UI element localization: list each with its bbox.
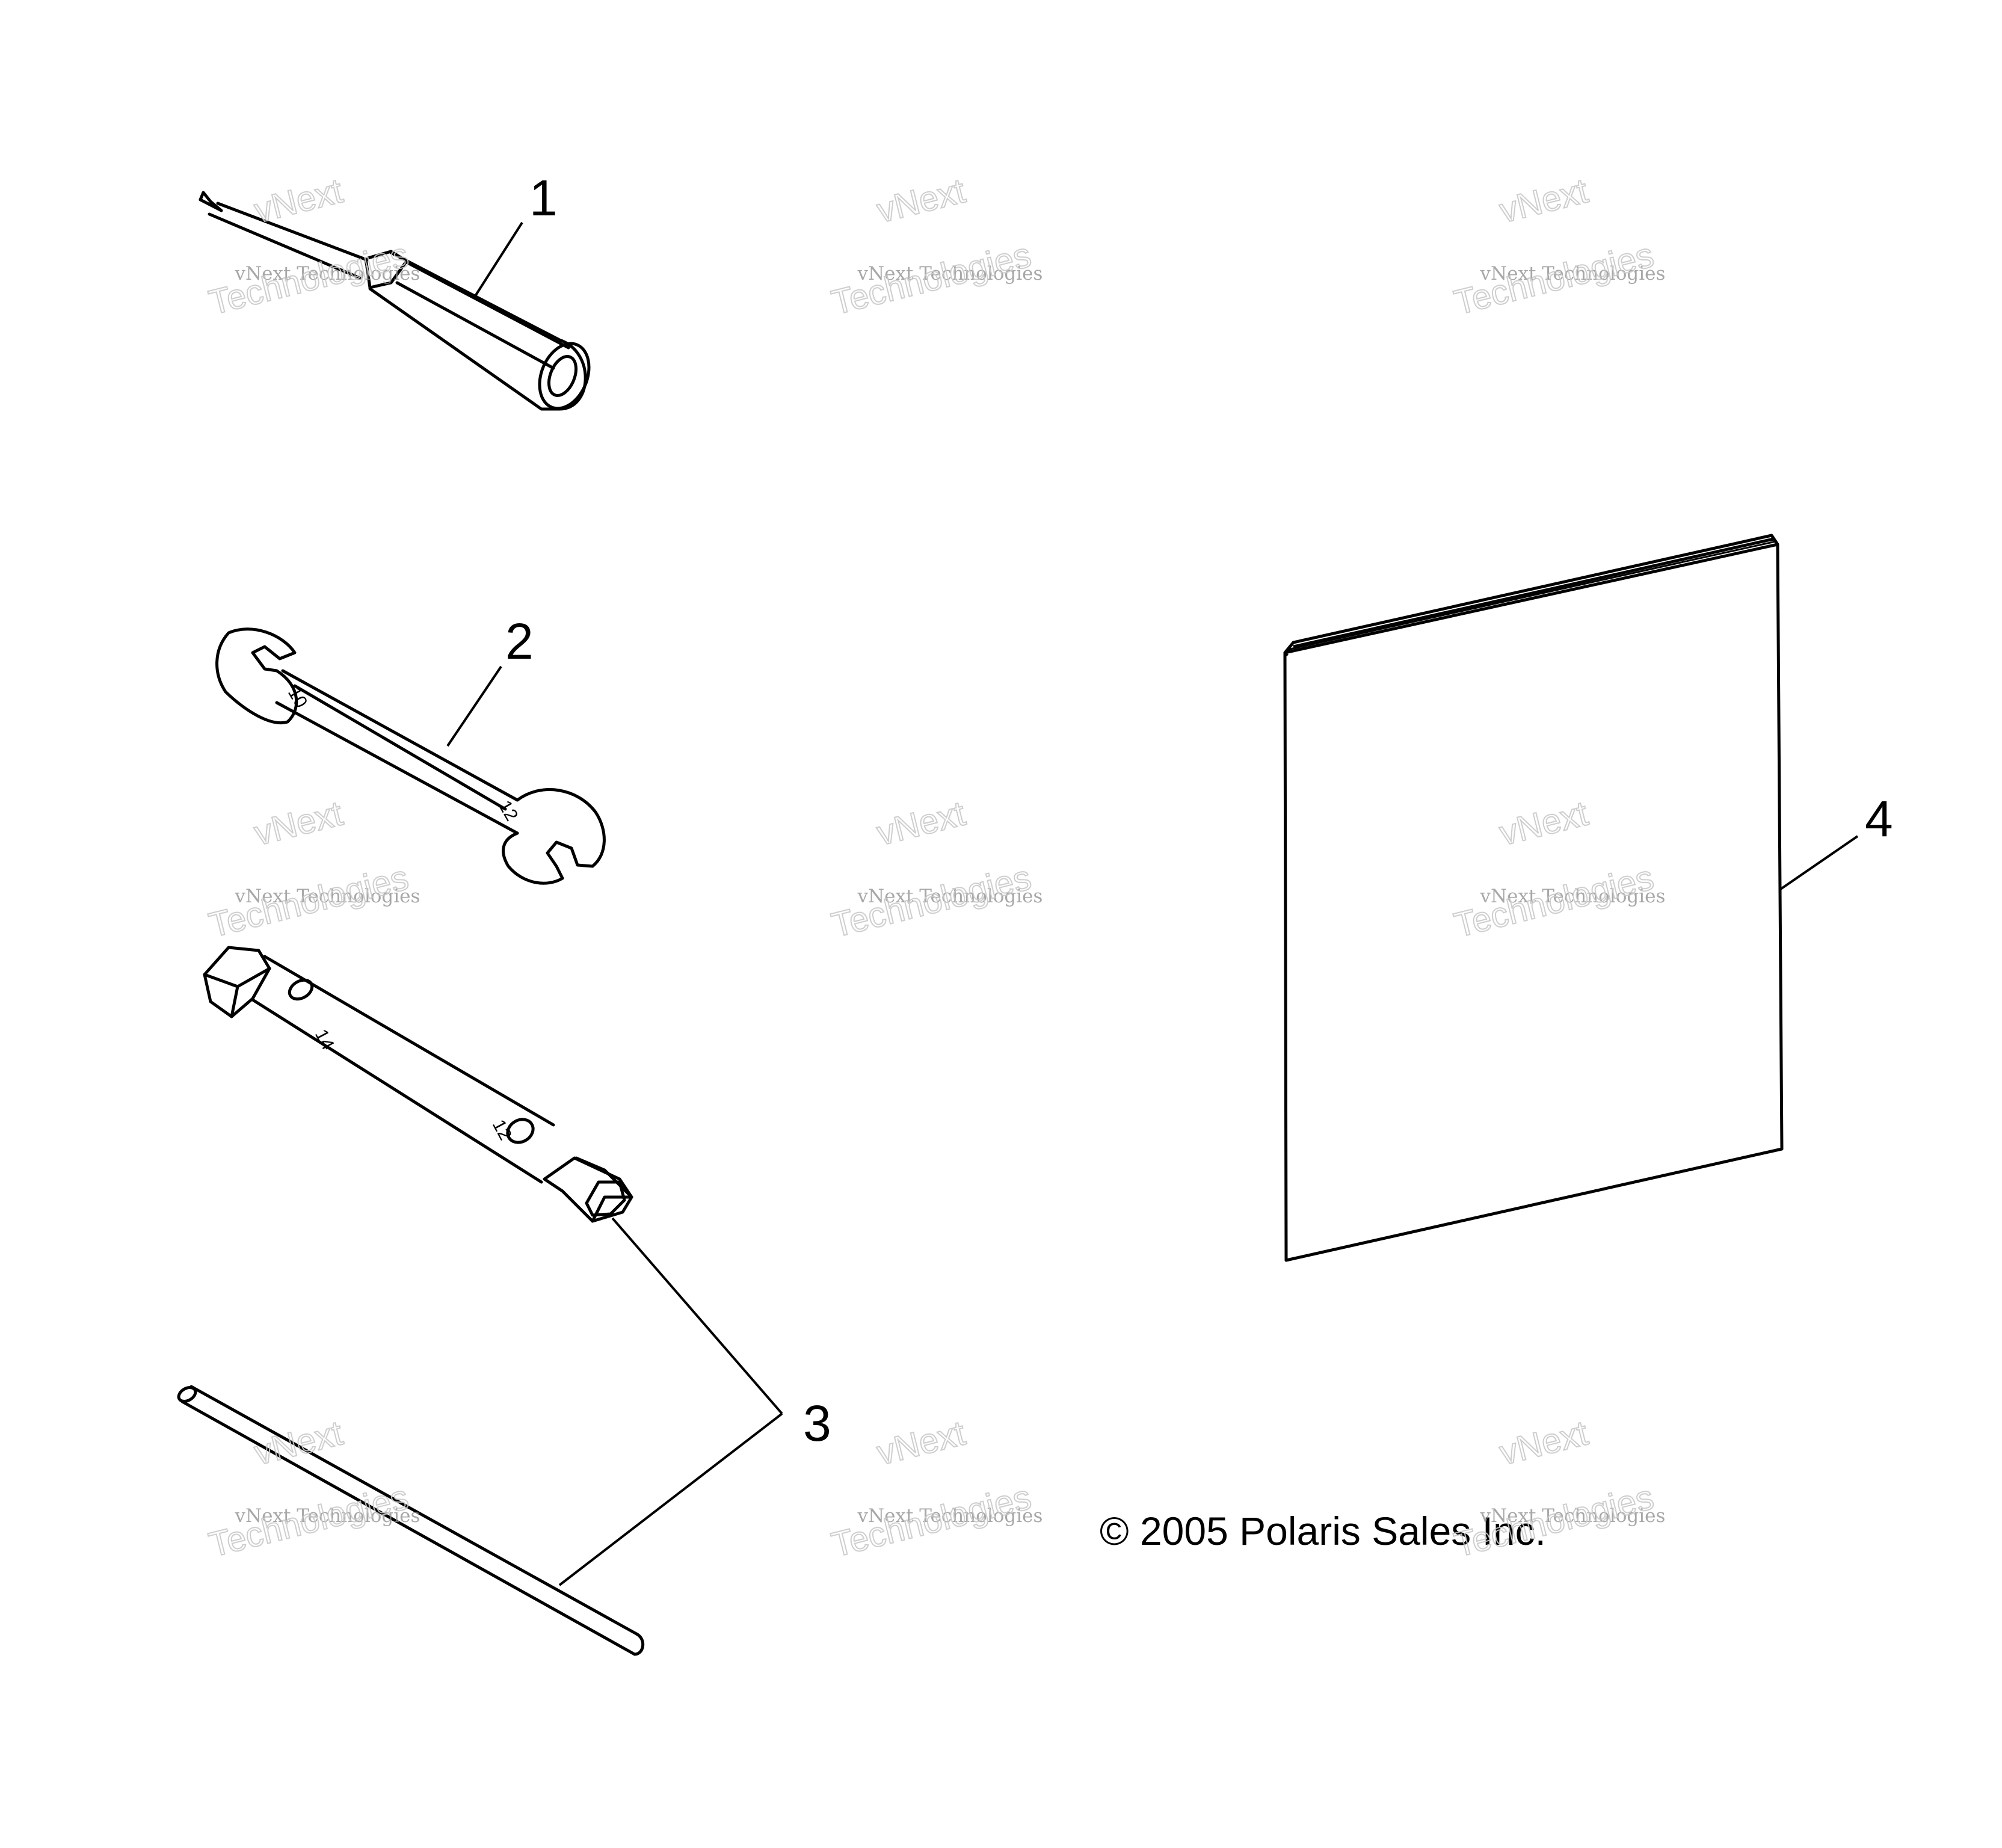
svg-text:Technologies: Technologies [1450,858,1657,945]
screwdriver [199,191,591,411]
callout-4: 4 [1865,790,1893,847]
leader-line-2 [446,665,502,747]
svg-text:vNext Technologies: vNext Technologies [1479,263,1665,285]
svg-text:vNext: vNext [873,171,969,230]
svg-text:Technologies: Technologies [828,858,1035,945]
svg-text:vNext Technologies: vNext Technologies [234,1505,420,1527]
svg-text:vNext Technologies: vNext Technologies [1479,1505,1665,1527]
callout-2: 2 [505,613,534,670]
leader-lines-3 [558,1217,783,1586]
open-end-wrench [215,627,606,885]
watermark-tile: vNext vNext Technologies Technologies [1450,170,1665,323]
callout-3: 3 [803,1395,831,1452]
tommy-bar [177,1385,644,1656]
svg-text:Technologies: Technologies [828,1477,1035,1565]
watermark-tile: vNext vNext Technologies Technologies [205,1412,420,1565]
svg-text:Technologies: Technologies [205,858,412,945]
svg-text:vNext Technologies: vNext Technologies [857,1505,1043,1527]
svg-text:vNext Technologies: vNext Technologies [1479,886,1665,907]
svg-text:vNext: vNext [1495,1413,1592,1473]
svg-text:Technologies: Technologies [205,1477,412,1565]
watermark-tile: vNext vNext Technologies Technologies [1450,1412,1665,1565]
svg-text:vNext: vNext [1495,793,1592,853]
watermark-tile: vNext vNext Technologies Technologies [1450,793,1665,946]
svg-text:Technologies: Technologies [205,235,412,322]
copyright-notice: © 2005 Polaris Sales Inc. [1100,1509,1546,1553]
svg-text:vNext Technologies: vNext Technologies [857,263,1043,285]
watermark-tile: vNext vNext Technologies Technologies [205,793,420,946]
watermark-tile: vNext vNext Technologies Technologies [205,170,420,323]
svg-text:Technologies: Technologies [828,235,1035,322]
svg-text:vNext: vNext [250,171,346,230]
callout-1: 1 [529,170,558,226]
leader-line-4 [1779,835,1859,890]
tube-size-label-a: 14 [311,1026,338,1053]
svg-text:Technologies: Technologies [1450,235,1657,322]
watermark-tile: vNext vNext Technologies Technologies [827,793,1043,946]
svg-text:vNext: vNext [1495,171,1592,230]
tube-socket-wrench [203,946,633,1223]
svg-text:vNext: vNext [873,793,969,853]
leader-line-1 [474,221,523,297]
watermark-tile: vNext vNext Technologies Technologies [827,170,1043,323]
svg-text:vNext: vNext [250,793,346,853]
svg-text:Technologies: Technologies [1450,1477,1657,1565]
svg-text:vNext Technologies: vNext Technologies [234,886,420,907]
svg-text:vNext Technologies: vNext Technologies [857,886,1043,907]
svg-text:vNext Technologies: vNext Technologies [234,263,420,285]
owners-manual [1283,534,1784,1262]
watermark: vNext vNext Technologies Technologies vN… [205,170,1665,1565]
watermark-tile: vNext vNext Technologies Technologies [827,1412,1043,1565]
svg-text:vNext: vNext [873,1413,969,1473]
